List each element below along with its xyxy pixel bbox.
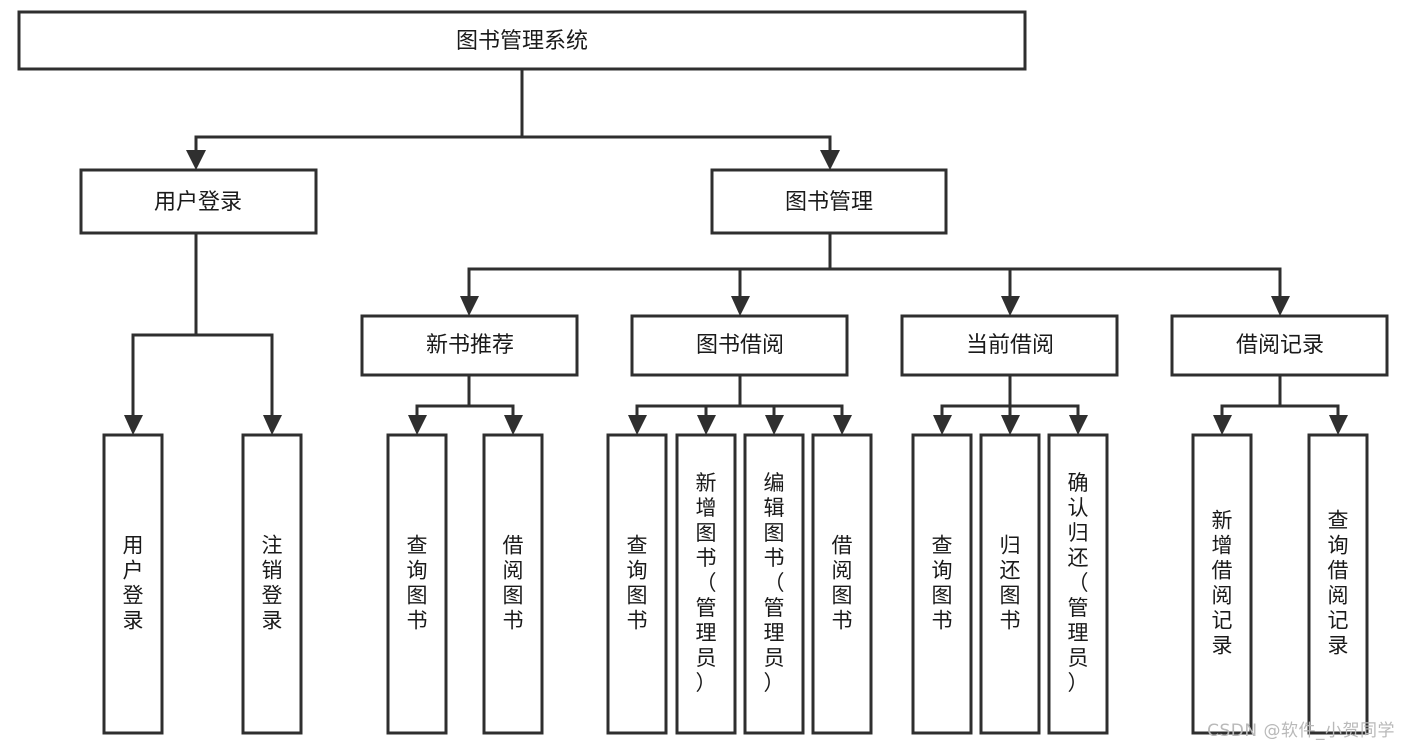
node-root-box[interactable] [17,10,1027,71]
node-leaf-user-login-label: 用户登录 [123,534,144,633]
node-leaf-confirm-return-box[interactable] [1047,433,1109,735]
arrow-book-management [820,150,840,170]
node-leaf-add-book-box[interactable] [675,433,737,735]
arrow-leaf-confirm-return [1069,415,1088,435]
arrow-leaf-add-record [1213,415,1232,435]
node-leaf-borrow-book-2-label: 借阅图书 [832,534,853,633]
node-leaf-query-book-3-label: 查询图书 [932,534,953,633]
node-leaf-add-book-label: 新增图书（管理员） [696,471,717,695]
edge-group [124,67,1348,435]
node-book-borrow-label: 图书借阅 [696,333,784,358]
node-leaf-query-record-box[interactable] [1307,433,1369,735]
node-book-management-box[interactable] [710,168,948,235]
node-book-management[interactable]: 图书管理 [710,168,948,235]
node-new-book-recommend-box[interactable] [360,314,579,377]
arrow-leaf-query-book-2 [628,415,647,435]
node-leaf-add-record-label: 新增借阅记录 [1212,509,1233,658]
arrow-user-login [186,150,206,170]
node-borrow-record-box[interactable] [1170,314,1389,377]
node-new-book-recommend-label: 新书推荐 [426,333,514,358]
arrow-leaf-query-book-1 [408,415,427,435]
csdn-watermark: CSDN @软件_小贺同学 [1207,721,1395,741]
node-user-login[interactable]: 用户登录 [79,168,318,235]
node-leaf-query-record-label: 查询借阅记录 [1328,509,1349,658]
node-leaf-return-book-label: 归还图书 [1000,534,1021,633]
node-current-borrow-box[interactable] [900,314,1119,377]
node-leaf-add-book[interactable]: 新增图书（管理员） [675,433,737,735]
node-current-borrow[interactable]: 当前借阅 [900,314,1119,377]
arrow-current-borrow [1001,296,1020,316]
node-leaf-user-logout-box[interactable] [241,433,303,735]
node-leaf-return-book-box[interactable] [979,433,1041,735]
node-leaf-user-login-box[interactable] [102,433,164,735]
node-leaf-edit-book-label: 编辑图书（管理员） [764,471,785,695]
arrow-book-borrow [731,296,750,316]
node-leaf-user-logout-label: 注销登录 [262,534,283,633]
node-leaf-user-login[interactable]: 用户登录 [102,433,164,735]
arrow-borrow-record [1271,296,1290,316]
node-leaf-query-record[interactable]: 查询借阅记录 [1307,433,1369,735]
node-leaf-edit-book[interactable]: 编辑图书（管理员） [743,433,805,735]
node-leaf-borrow-book-1[interactable]: 借阅图书 [482,433,544,735]
node-borrow-record[interactable]: 借阅记录 [1170,314,1389,377]
arrow-leaf-borrow-book-1 [504,415,523,435]
arrow-leaf-borrow-book-2 [833,415,852,435]
node-leaf-borrow-book-1-box[interactable] [482,433,544,735]
node-leaf-query-book-3[interactable]: 查询图书 [911,433,973,735]
node-leaf-add-record-box[interactable] [1191,433,1253,735]
node-leaf-confirm-return[interactable]: 确认归还（管理员） [1047,433,1109,735]
arrow-leaf-return-book [1001,415,1020,435]
node-leaf-confirm-return-label: 确认归还（管理员） [1068,471,1089,695]
node-user-login-box[interactable] [79,168,318,235]
node-leaf-query-book-1-label: 查询图书 [407,534,428,633]
node-leaf-edit-book-box[interactable] [743,433,805,735]
node-book-management-label: 图书管理 [785,190,873,215]
node-leaf-query-book-2-box[interactable] [606,433,668,735]
node-leaf-add-record[interactable]: 新增借阅记录 [1191,433,1253,735]
arrow-leaf-user-login [124,415,143,435]
node-leaf-user-logout[interactable]: 注销登录 [241,433,303,735]
node-user-login-label: 用户登录 [154,190,242,215]
node-borrow-record-label: 借阅记录 [1236,333,1324,358]
node-leaf-query-book-1[interactable]: 查询图书 [386,433,448,735]
arrow-leaf-user-logout [263,415,282,435]
node-leaf-query-book-3-box[interactable] [911,433,973,735]
node-leaf-query-book-2-label: 查询图书 [627,534,648,633]
node-leaf-query-book-2[interactable]: 查询图书 [606,433,668,735]
arrow-leaf-query-book-3 [933,415,952,435]
node-leaf-borrow-book-2-box[interactable] [811,433,873,735]
node-leaf-borrow-book-1-label: 借阅图书 [503,534,524,633]
node-leaf-query-book-1-box[interactable] [386,433,448,735]
node-new-book-recommend[interactable]: 新书推荐 [360,314,579,377]
arrow-new-book-recommend [460,296,479,316]
node-root-label: 图书管理系统 [456,29,588,54]
arrow-leaf-add-book [697,415,716,435]
arrow-leaf-query-record [1329,415,1348,435]
node-book-borrow-box[interactable] [630,314,849,377]
node-leaf-borrow-book-2[interactable]: 借阅图书 [811,433,873,735]
arrow-leaf-edit-book [765,415,784,435]
node-current-borrow-label: 当前借阅 [966,333,1054,358]
node-leaf-return-book[interactable]: 归还图书 [979,433,1041,735]
node-root[interactable]: 图书管理系统 [17,10,1027,71]
node-book-borrow[interactable]: 图书借阅 [630,314,849,377]
